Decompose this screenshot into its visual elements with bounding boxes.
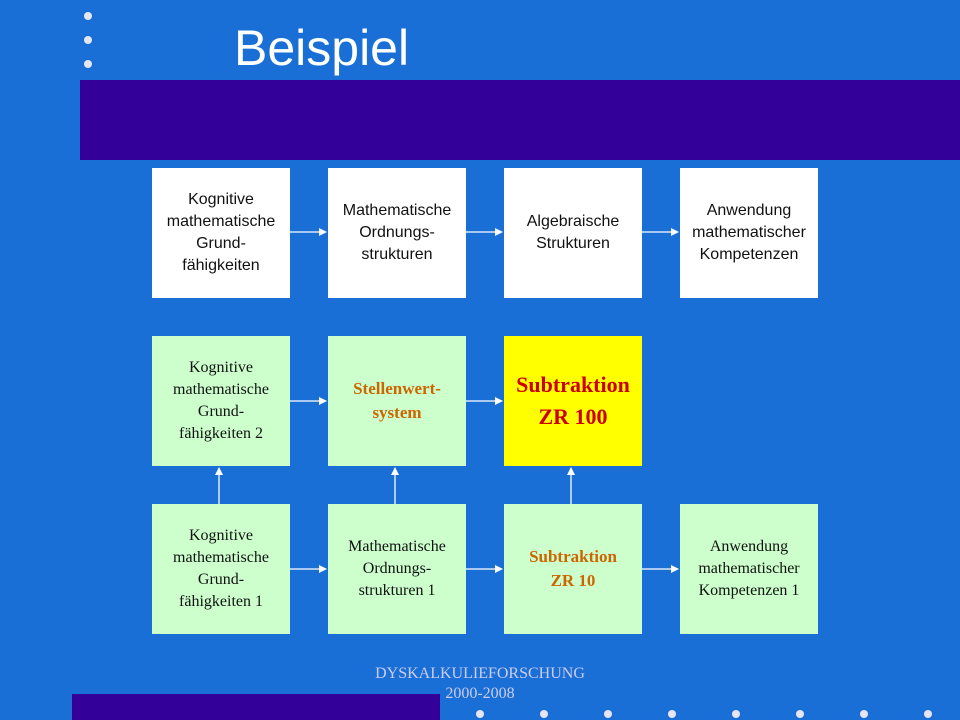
box-kognitive-grundfaehigkeiten: Kognitive mathematische Grund- fähigkeit… [152, 168, 290, 298]
box-ordnungsstrukturen-1: Mathematische Ordnungs- strukturen 1 [328, 504, 466, 634]
decor-dot [476, 710, 484, 718]
page-title: Beispiel [234, 20, 410, 76]
decor-dot [84, 12, 92, 20]
box-algebraische-strukturen: Algebraische Strukturen [504, 168, 642, 298]
box-ordnungsstrukturen: Mathematische Ordnungs- strukturen [328, 168, 466, 298]
footer-line-2: 2000-2008 [445, 685, 515, 702]
box-label: Stellenwert- system [353, 379, 441, 422]
box-stellenwertsystem: Stellenwert- system [328, 336, 466, 466]
decor-dot [668, 710, 676, 718]
box-label: Anwendung mathematischer Kompetenzen 1 [698, 538, 800, 599]
decor-dot [732, 710, 740, 718]
box-label: Kognitive mathematische Grund- fähigkeit… [173, 527, 269, 610]
box-subtraktion-zr10: Subtraktion ZR 10 [504, 504, 642, 634]
footer: DYSKALKULIEFORSCHUNG 2000-2008 [300, 664, 660, 704]
decor-dot [924, 710, 932, 718]
box-anwendung-kompetenzen: Anwendung mathematischer Kompetenzen [680, 168, 818, 298]
decor-dot [796, 710, 804, 718]
box-label: Kognitive mathematische Grund- fähigkeit… [173, 359, 269, 442]
box-grundfaehigkeiten-2: Kognitive mathematische Grund- fähigkeit… [152, 336, 290, 466]
title-band [80, 80, 960, 160]
box-grundfaehigkeiten-1: Kognitive mathematische Grund- fähigkeit… [152, 504, 290, 634]
box-label: Anwendung mathematischer Kompetenzen [692, 202, 806, 263]
decor-dot [84, 36, 92, 44]
footer-line-1: DYSKALKULIEFORSCHUNG [375, 665, 585, 682]
box-label: Mathematische Ordnungs- strukturen [342, 202, 452, 263]
box-label: Mathematische Ordnungs- strukturen 1 [348, 538, 446, 599]
decor-dot [84, 60, 92, 68]
decor-dot [604, 710, 612, 718]
box-label: Kognitive mathematische Grund- fähigkeit… [166, 191, 276, 274]
box-label: Algebraische Strukturen [526, 213, 620, 252]
decor-dot [860, 710, 868, 718]
box-anwendung-kompetenzen-1: Anwendung mathematischer Kompetenzen 1 [680, 504, 818, 634]
footer-band [72, 694, 440, 720]
box-label: Subtraktion ZR 100 [516, 372, 630, 429]
box-label: Subtraktion ZR 10 [529, 547, 617, 590]
box-subtraktion-zr100: Subtraktion ZR 100 [504, 336, 642, 466]
decor-dot [540, 710, 548, 718]
